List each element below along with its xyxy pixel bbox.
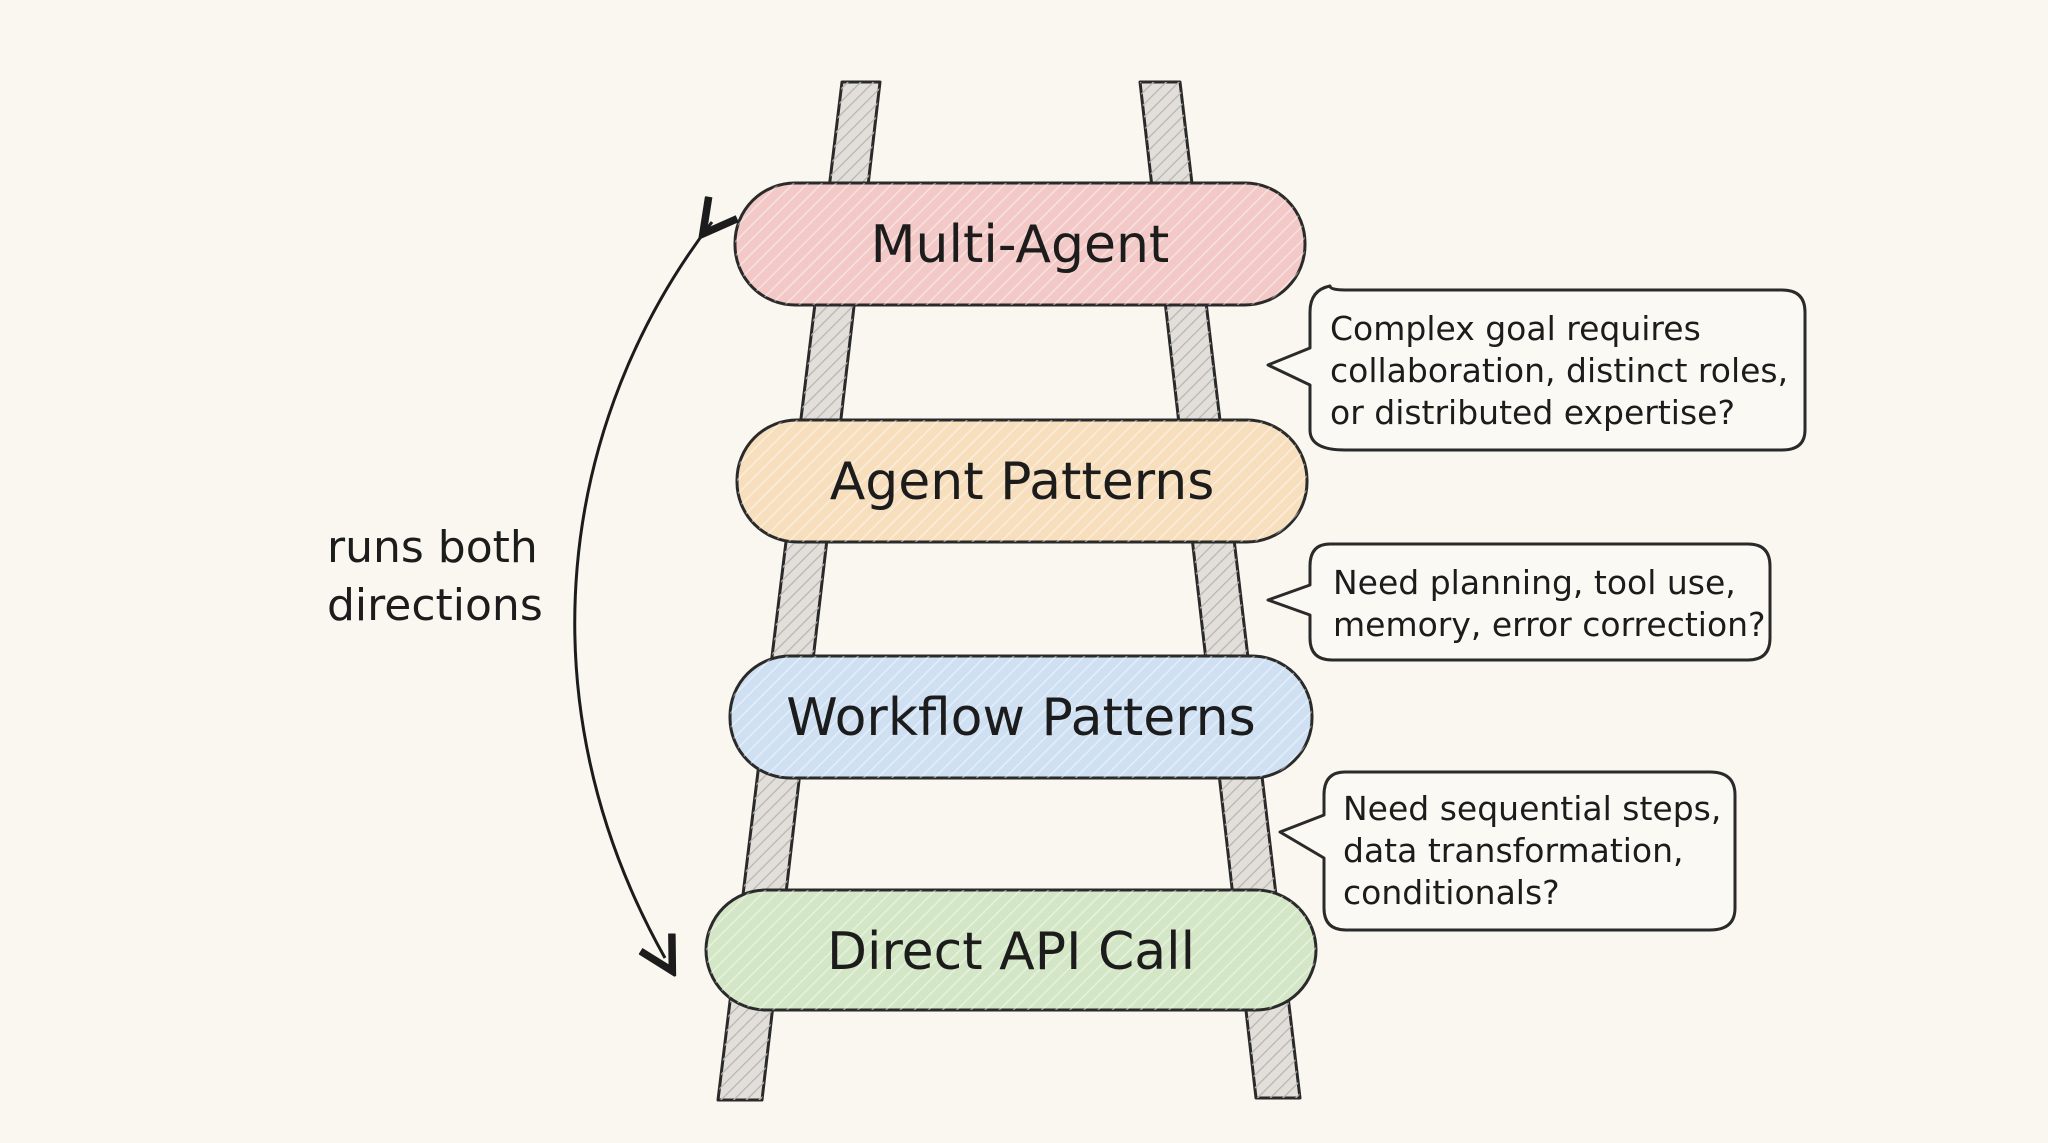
- bubble-agent: Need planning, tool use, memory, error c…: [1266, 542, 1772, 662]
- bubble-multi-agent-line-1: Complex goal requires: [1330, 309, 1701, 348]
- bubble-multi-agent-line-3: or distributed expertise?: [1330, 393, 1735, 432]
- rung-label-workflow-patterns: Workflow Patterns: [786, 688, 1255, 748]
- bubble-workflow: Need sequential steps, data transformati…: [1278, 770, 1737, 932]
- side-label-line-2: directions: [327, 580, 543, 631]
- rung-agent-patterns: Agent Patterns: [735, 418, 1309, 544]
- bubble-agent-line-1: Need planning, tool use,: [1333, 563, 1736, 602]
- bubble-workflow-line-3: conditionals?: [1343, 873, 1560, 912]
- bubble-multi-agent: Complex goal requires collaboration, dis…: [1266, 284, 1807, 452]
- rung-direct-api-call: Direct API Call: [704, 888, 1318, 1012]
- rung-multi-agent: Multi-Agent: [733, 181, 1307, 307]
- bubble-multi-agent-line-2: collaboration, distinct roles,: [1330, 351, 1788, 390]
- rung-label-agent-patterns: Agent Patterns: [830, 452, 1215, 512]
- side-label-line-1: runs both: [327, 522, 538, 573]
- rung-label-direct-api-call: Direct API Call: [827, 922, 1195, 982]
- bubble-agent-line-2: memory, error correction?: [1333, 605, 1766, 644]
- bubble-workflow-line-1: Need sequential steps,: [1343, 789, 1721, 828]
- bidirectional-arrow: [573, 222, 712, 958]
- rung-label-multi-agent: Multi-Agent: [871, 215, 1170, 275]
- bubble-workflow-line-2: data transformation,: [1343, 831, 1684, 870]
- side-label: runs both directions: [327, 522, 543, 631]
- rung-workflow-patterns: Workflow Patterns: [728, 654, 1314, 780]
